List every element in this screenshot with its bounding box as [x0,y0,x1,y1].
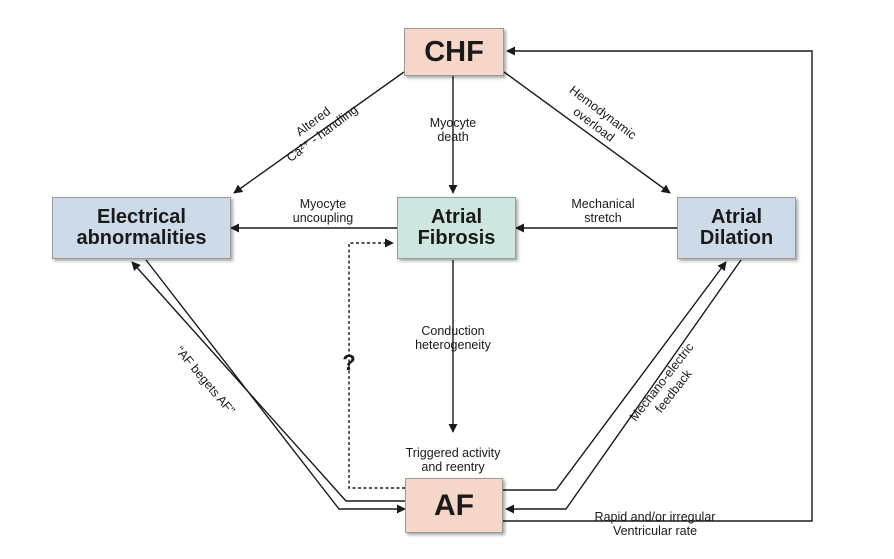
arrow-electrical-to-af [145,259,406,514]
node-dilation-label-1: Atrial [710,206,763,228]
dashed-arrow-af-to-fibrosis [348,238,405,489]
node-dilation-label-2: Dilation [699,227,774,249]
node-fibrosis-label-1: Atrial [430,206,483,228]
label-myocyte-death-2: death [437,130,468,144]
label-stretch-2: stretch [584,211,622,225]
node-fibrosis-label-2: Fibrosis [417,227,496,249]
label-uncoupling-1: Myocyte [300,197,347,211]
arrow-dilation-to-af [505,259,742,514]
question-mark: ? [342,350,355,375]
label-conduction-2: heterogeneity [415,338,492,352]
label-uncoupling-2: uncoupling [293,211,354,225]
arrow-chf-to-dilation [503,71,671,194]
node-electrical-abnormalities: Electrical abnormalities [52,197,231,259]
node-af: AF [405,478,503,533]
arrow-chf-to-electrical [233,71,405,194]
arrow-af-to-electrical [131,261,405,502]
arrow-af-to-dilation [503,261,727,491]
label-conduction-1: Conduction [421,324,484,338]
node-atrial-dilation: Atrial Dilation [677,197,796,259]
arrow-af-to-chf-loop [503,46,813,522]
node-chf-label: CHF [424,35,484,68]
node-chf: CHF [404,28,504,76]
label-ventricular-2: Ventricular rate [613,524,697,538]
node-electrical-label-2: abnormalities [76,227,207,249]
label-stretch-1: Mechanical [571,197,634,211]
label-myocyte-death-1: Myocyte [430,116,477,130]
node-electrical-label-1: Electrical [97,206,186,228]
label-af-begets-af: “AF begets AF” [173,344,238,417]
label-ventricular-1: Rapid and/or irregular [595,510,716,524]
node-atrial-fibrosis: Atrial Fibrosis [397,197,516,259]
label-triggered-1: Triggered activity [406,446,501,460]
node-af-label: AF [434,488,474,522]
label-triggered-2: and reentry [421,460,485,474]
